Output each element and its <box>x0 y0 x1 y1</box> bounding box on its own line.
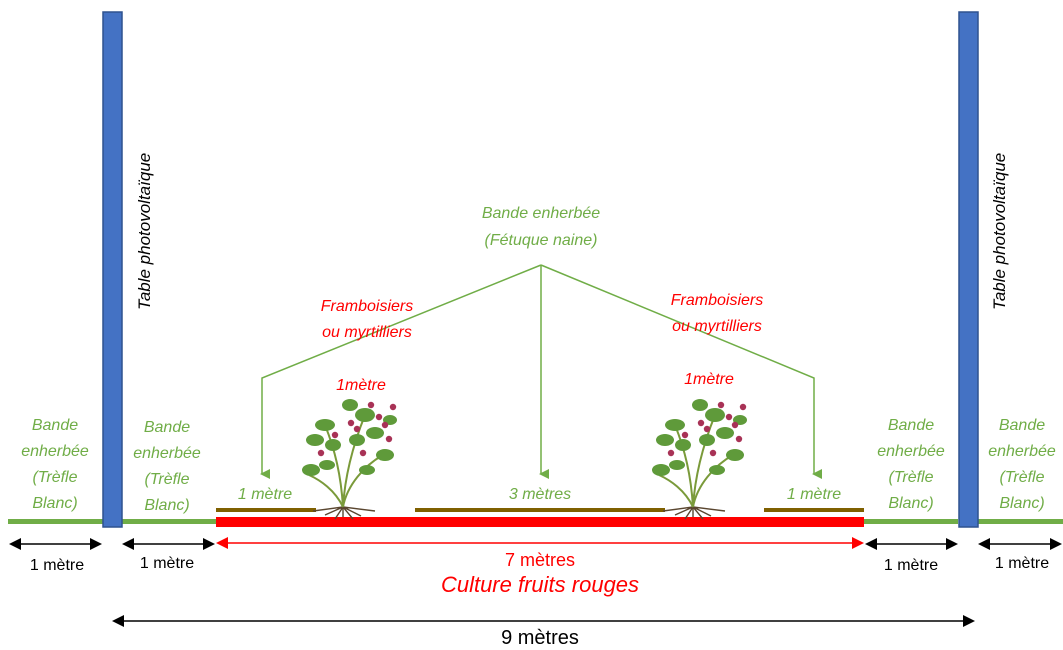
dim-1m-far-right: 1 mètre <box>995 555 1049 572</box>
svg-text:Bande: Bande <box>999 417 1045 434</box>
soil-bar-left <box>216 508 316 512</box>
svg-text:(Trèfle: (Trèfle <box>144 471 189 488</box>
svg-text:Blanc): Blanc) <box>144 497 189 514</box>
shrub-label-right-1: Framboisiers <box>671 292 763 309</box>
soil-bar-right <box>764 508 864 512</box>
soil-label-left: 1 mètre <box>238 486 292 503</box>
svg-text:Bande: Bande <box>888 417 934 434</box>
dim-7m-label: 7 mètres <box>505 550 575 570</box>
grass-strip-inner-right <box>864 519 958 524</box>
shrub-width-right: 1mètre <box>684 371 734 388</box>
grass-band-label-far-left: Bande enherbée (Trèfle Blanc) <box>21 417 89 512</box>
dim-1m-far-left: 1 mètre <box>30 557 84 574</box>
shrub-label-left-1: Framboisiers <box>321 298 413 315</box>
svg-text:Blanc): Blanc) <box>888 495 933 512</box>
crop-strip <box>216 517 864 527</box>
grass-band-label-inner-right: Bande enherbée (Trèfle Blanc) <box>877 417 945 512</box>
soil-label-center: 3 mètres <box>509 486 571 503</box>
soil-label-right: 1 mètre <box>787 486 841 503</box>
grass-band-label-far-right: Bande enherbée (Trèfle Blanc) <box>988 417 1056 512</box>
grass-strip-inner-left <box>122 519 216 524</box>
pv-panel-left <box>102 11 123 528</box>
svg-text:enherbée: enherbée <box>877 443 945 460</box>
soil-bar-center <box>415 508 665 512</box>
svg-text:Bande: Bande <box>144 419 190 436</box>
pv-panel-right-label: Table photovoltaïque <box>990 153 1009 310</box>
shrub-width-left: 1mètre <box>336 377 386 394</box>
grass-strip-outer-left <box>8 519 103 524</box>
svg-text:(Trèfle: (Trèfle <box>999 469 1044 486</box>
grass-band-label-inner-left: Bande enherbée (Trèfle Blanc) <box>133 419 201 514</box>
svg-text:Blanc): Blanc) <box>32 495 77 512</box>
ground <box>8 508 1063 527</box>
dim-1m-inner-left: 1 mètre <box>140 555 194 572</box>
svg-text:Bande: Bande <box>32 417 78 434</box>
center-band-label-2: (Fétuque naine) <box>485 232 598 249</box>
svg-text:(Trèfle: (Trèfle <box>32 469 77 486</box>
crop-label: Culture fruits rouges <box>441 572 639 597</box>
dim-1m-inner-right: 1 mètre <box>884 557 938 574</box>
grass-pointer-arrows <box>260 264 822 479</box>
dim-9m-label: 9 mètres <box>501 627 579 649</box>
svg-text:(Trèfle: (Trèfle <box>888 469 933 486</box>
shrub-label-right-2: ou myrtilliers <box>672 318 762 335</box>
svg-text:enherbée: enherbée <box>21 443 89 460</box>
pv-panel-left-label: Table photovoltaïque <box>135 153 154 310</box>
svg-text:enherbée: enherbée <box>988 443 1056 460</box>
raspberry-plant-icon <box>651 398 748 520</box>
center-band-label-1: Bande enherbée <box>482 205 600 222</box>
svg-text:enherbée: enherbée <box>133 445 201 462</box>
pv-panel-right <box>958 11 979 528</box>
grass-strip-outer-right <box>978 519 1063 524</box>
svg-text:Blanc): Blanc) <box>999 495 1044 512</box>
shrub-label-left-2: ou myrtilliers <box>322 324 412 341</box>
raspberry-plant-icon <box>301 398 398 520</box>
